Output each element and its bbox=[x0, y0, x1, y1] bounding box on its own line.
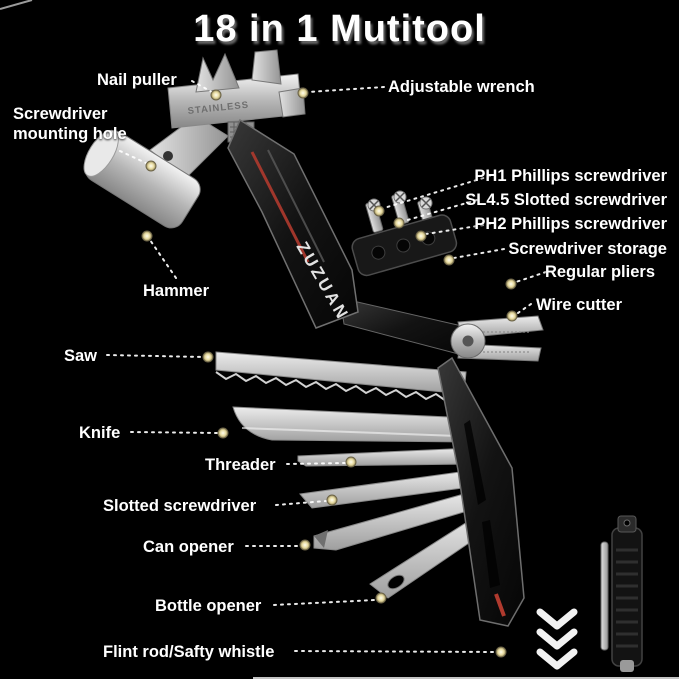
flint-striker bbox=[600, 541, 609, 651]
page-title: 18 in 1 Mutitool bbox=[193, 8, 486, 50]
label-threader: Threader bbox=[205, 456, 276, 474]
wrench-fixed-jaw bbox=[251, 49, 282, 85]
label-bottle-opener: Bottle opener bbox=[155, 597, 262, 615]
screwdriver-bits bbox=[365, 190, 436, 233]
label-slotted-screwdriver: Slotted screwdriver bbox=[103, 497, 257, 515]
lower-handle bbox=[437, 356, 525, 627]
label-ph1-phillips-screwdriver: PH1 Phillips screwdriver bbox=[474, 167, 667, 185]
knife-blade bbox=[232, 406, 471, 443]
label-flint-rod: Flint rod/Safty whistle bbox=[103, 643, 275, 661]
corner-mark bbox=[0, 0, 33, 10]
label-sl45-slotted-screwdriver: SL4.5 Slotted screwdriver bbox=[465, 191, 667, 209]
pliers bbox=[339, 297, 544, 362]
leader-lines bbox=[106, 80, 547, 653]
label-can-opener: Can opener bbox=[143, 538, 234, 556]
label-wire-cutter: Wire cutter bbox=[535, 296, 622, 314]
label-ph2-phillips-screwdriver: PH2 Phillips screwdriver bbox=[474, 215, 667, 233]
label-knife: Knife bbox=[79, 424, 121, 442]
label-regular-pliers: Regular pliers bbox=[544, 263, 655, 281]
label-screwdriver-mounting-hole: Screwdriver mounting hole bbox=[13, 105, 127, 143]
saw-blade bbox=[215, 351, 467, 403]
can-opener-blade bbox=[313, 489, 485, 551]
label-screwdriver-storage: Screwdriver storage bbox=[508, 240, 667, 258]
pliers-serrations bbox=[475, 331, 530, 353]
red-accent bbox=[494, 593, 506, 617]
bottom-divider bbox=[253, 677, 679, 679]
handle: ZUZUAN bbox=[227, 118, 359, 329]
leader-dots bbox=[141, 87, 518, 658]
threader-blade bbox=[297, 447, 473, 467]
label-nail-puller: Nail puller bbox=[97, 71, 177, 89]
red-accent bbox=[250, 151, 310, 263]
chevron-arrows bbox=[536, 608, 578, 670]
label-hammer: Hammer bbox=[143, 282, 210, 300]
label-adjustable-wrench: Adjustable wrench bbox=[388, 78, 535, 96]
flint-rod bbox=[600, 515, 643, 672]
nail-puller-claw bbox=[195, 52, 240, 93]
flint-tip bbox=[620, 660, 634, 672]
mounting-hole bbox=[163, 151, 173, 161]
label-saw: Saw bbox=[64, 347, 98, 365]
hammer-head: STAINLESS bbox=[83, 49, 306, 229]
hammer-cylinder bbox=[83, 129, 201, 229]
